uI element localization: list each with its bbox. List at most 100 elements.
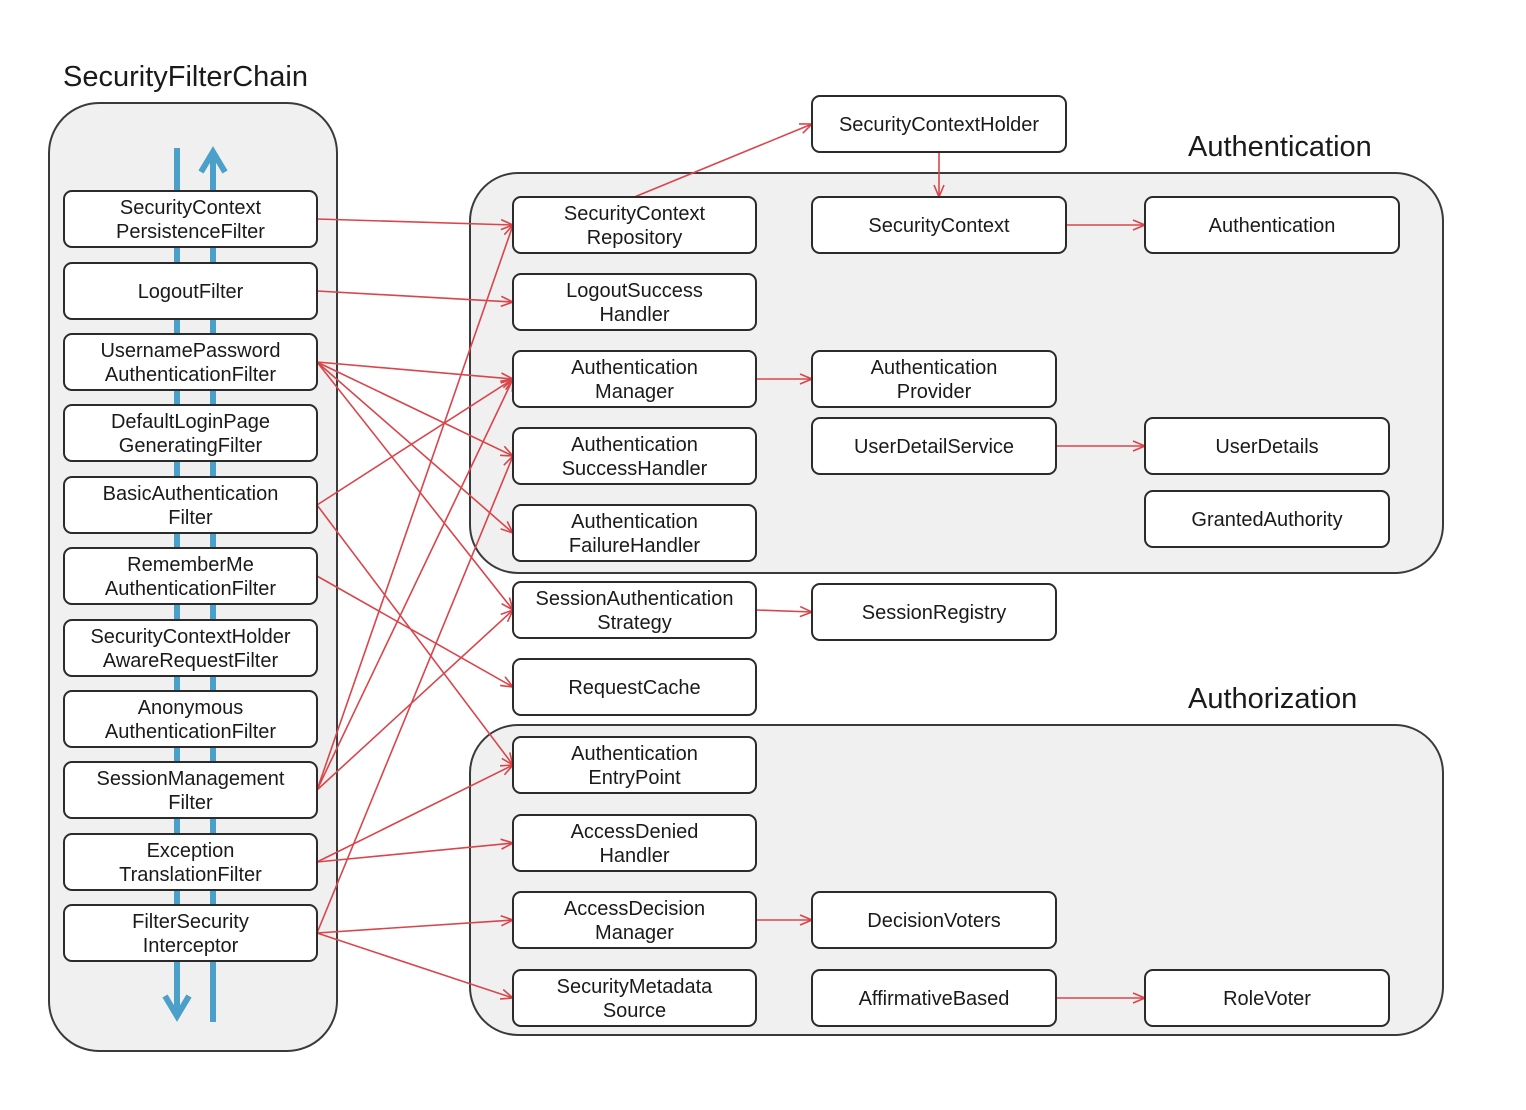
edge-f5-to-aep xyxy=(316,504,513,765)
component-label: LogoutSuccess xyxy=(566,280,703,302)
component-box xyxy=(512,581,757,639)
authorization-group xyxy=(469,724,1444,1036)
component-box xyxy=(811,196,1067,254)
component-authentication: Authentication xyxy=(1144,196,1400,254)
component-security-context: SecurityContext xyxy=(811,196,1067,254)
component-label: SecurityMetadata xyxy=(557,976,714,998)
filter-chain: SecurityContextPersistenceFilterLogoutFi… xyxy=(63,190,318,962)
filter-label: FilterSecurity xyxy=(132,911,249,933)
authentication-heading: Authentication xyxy=(1188,131,1372,163)
edge-f11-to-ash xyxy=(316,456,513,934)
component-granted-authority: GrantedAuthority xyxy=(1144,490,1390,548)
component-label: AccessDenied xyxy=(571,821,699,843)
edge-f6-to-rc xyxy=(316,575,513,687)
filter-box xyxy=(63,904,318,962)
edge-f11-to-adm xyxy=(316,920,513,934)
component-user-details: UserDetails xyxy=(1144,417,1390,475)
component-label: Authentication xyxy=(571,434,698,456)
component-label: SecurityContext xyxy=(564,203,706,225)
filter-label: AuthenticationFilter xyxy=(105,721,277,743)
filter-label: Anonymous xyxy=(138,697,244,719)
filter-label: Exception xyxy=(147,840,235,862)
component-label: AffirmativeBased xyxy=(859,988,1010,1010)
component-user-detail-service: UserDetailService xyxy=(811,417,1057,475)
component-label: RoleVoter xyxy=(1223,988,1311,1010)
filter-label: RememberMe xyxy=(127,554,254,576)
filter-label: AuthenticationFilter xyxy=(105,578,277,600)
filter-label: Filter xyxy=(168,792,213,814)
filter-box xyxy=(63,833,318,891)
edge-f3-to-afh xyxy=(316,361,513,533)
filter-box xyxy=(63,547,318,605)
component-box xyxy=(811,891,1057,949)
component-label: Authentication xyxy=(1209,215,1336,237)
component-box xyxy=(811,583,1057,641)
filter-label: LogoutFilter xyxy=(138,281,244,303)
component-security-context-holder: SecurityContextHolder xyxy=(811,95,1067,153)
component-label: SecurityContextHolder xyxy=(839,114,1039,136)
component-label: SecurityContext xyxy=(868,215,1010,237)
component-box xyxy=(811,417,1057,475)
component-role-voter: RoleVoter xyxy=(1144,969,1390,1027)
component-label: Provider xyxy=(897,381,972,403)
component-label: Authentication xyxy=(871,357,998,379)
security-components: SecurityContextHolderSecurityContextRepo… xyxy=(512,95,1400,1027)
component-label: EntryPoint xyxy=(588,767,681,789)
component-label: UserDetails xyxy=(1215,436,1318,458)
filter-box xyxy=(63,404,318,462)
component-box xyxy=(811,350,1057,408)
component-label: Handler xyxy=(599,845,669,867)
filter-label: AwareRequestFilter xyxy=(103,650,279,672)
component-label: Strategy xyxy=(597,612,671,634)
filter-label: UsernamePassword xyxy=(100,340,280,362)
edge-scr-to-sch xyxy=(634,124,813,198)
component-decision-voters: DecisionVoters xyxy=(811,891,1057,949)
component-box xyxy=(1144,196,1400,254)
component-label: Authentication xyxy=(571,511,698,533)
component-box xyxy=(512,273,757,331)
component-label: Authentication xyxy=(571,357,698,379)
filter-box xyxy=(63,761,318,819)
component-affirmative-based: AffirmativeBased xyxy=(811,969,1057,1027)
filter-box xyxy=(63,476,318,534)
filter-label: GeneratingFilter xyxy=(119,435,263,457)
edge-f1-to-scr xyxy=(316,218,513,225)
component-label: SuccessHandler xyxy=(562,458,708,480)
filter-label: SecurityContextHolder xyxy=(90,626,290,648)
component-label: Manager xyxy=(595,381,674,403)
component-request-cache: RequestCache xyxy=(512,658,757,716)
filter-label: BasicAuthentication xyxy=(103,483,279,505)
edge-sas-to-sr xyxy=(755,610,812,612)
component-label: Handler xyxy=(599,304,669,326)
connections xyxy=(316,124,1145,998)
edge-f9-to-am xyxy=(316,379,513,791)
filter-label: AuthenticationFilter xyxy=(105,364,277,386)
component-box xyxy=(512,969,757,1027)
edge-f11-to-sms xyxy=(316,932,513,998)
filter-box xyxy=(63,262,318,320)
component-label: Repository xyxy=(587,227,683,249)
filter-box xyxy=(63,190,318,248)
component-label: UserDetailService xyxy=(854,436,1014,458)
filter-label: Interceptor xyxy=(143,935,239,957)
filter-box xyxy=(63,619,318,677)
component-box xyxy=(512,814,757,872)
filter-label: DefaultLoginPage xyxy=(111,411,270,433)
edge-f3-to-ash xyxy=(316,361,513,456)
component-label: AccessDecision xyxy=(564,898,705,920)
filter-label: PersistenceFilter xyxy=(116,221,265,243)
